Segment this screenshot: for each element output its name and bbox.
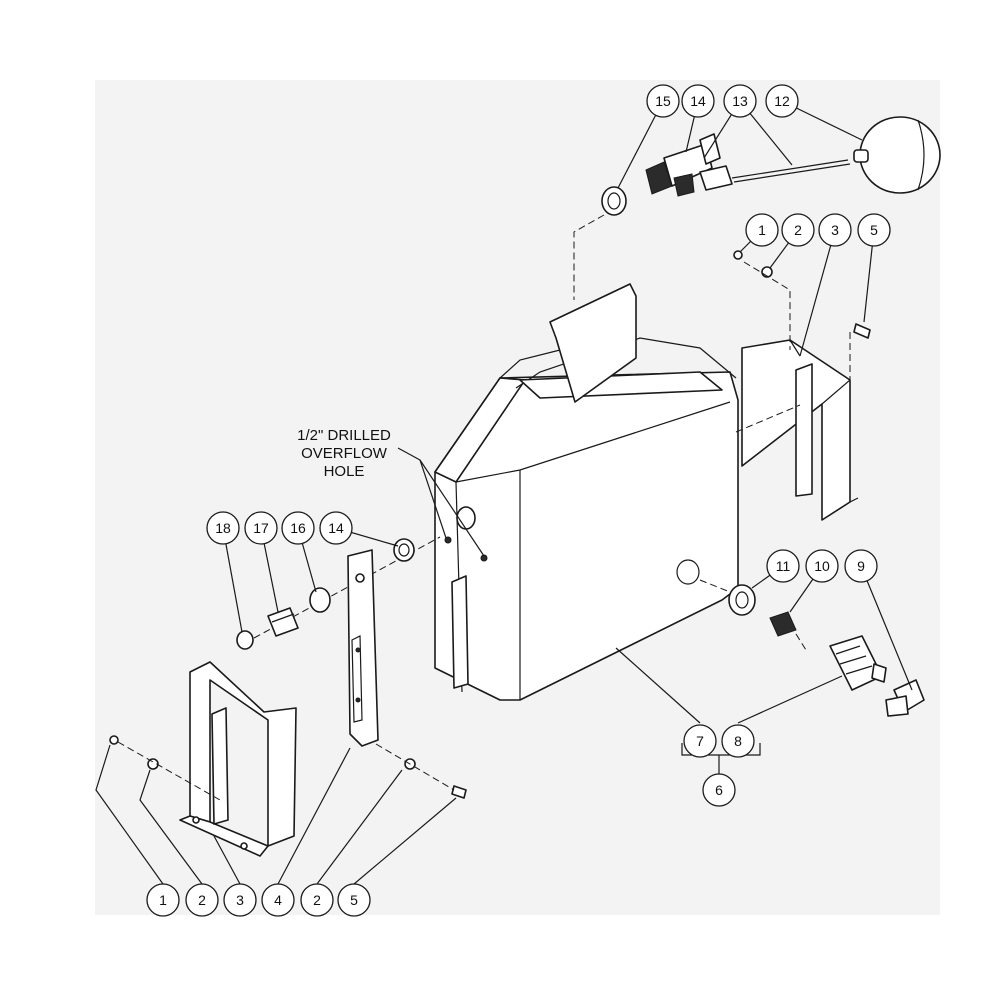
right-bolt [853,323,871,339]
overflow-hole-note: 1/2" DRILLED OVERFLOW HOLE [297,427,391,480]
svg-text:5: 5 [870,222,878,238]
bottom-washer [147,758,159,770]
balloon-13: 13 [723,84,757,118]
svg-text:7: 7 [696,733,704,749]
left-washer [236,630,254,650]
balloon-2-right: 2 [781,213,815,247]
balloon-5-right: 5 [857,213,891,247]
left-bracket-slot [211,707,229,825]
svg-text:15: 15 [655,93,671,109]
svg-text:5: 5 [350,892,358,908]
nipple-threaded [769,611,797,637]
valve-body [663,143,713,187]
svg-text:2: 2 [794,222,802,238]
balloon-11: 11 [766,549,800,583]
balloon-6: 6 [702,773,736,807]
bottom-nut [109,735,119,745]
svg-text:16: 16 [290,520,306,536]
bottom-bolt [451,785,467,799]
balloon-4-bottom: 4 [261,883,295,917]
balloon-15: 15 [646,84,680,118]
svg-text:8: 8 [734,733,742,749]
balloon-10: 10 [805,549,839,583]
balloon-12: 12 [765,84,799,118]
tank-fitting-hole [676,559,700,585]
svg-text:14: 14 [328,520,344,536]
svg-text:17: 17 [253,520,269,536]
note-line-2: OVERFLOW [301,445,388,462]
svg-text:13: 13 [732,93,748,109]
svg-text:10: 10 [814,558,830,574]
valve-arm-coupling [699,165,733,191]
right-mounting-bracket [741,339,859,521]
balloon-2-bottom-a: 2 [185,883,219,917]
balloon-9: 9 [844,549,878,583]
balloon-3-bottom: 3 [223,883,257,917]
note-line-1: 1/2" DRILLED [297,427,391,444]
svg-text:4: 4 [274,892,282,908]
svg-text:12: 12 [774,93,790,109]
right-bracket-slot [795,363,813,497]
left-mounting-bracket [179,661,297,857]
balloon-17: 17 [244,511,278,545]
float-ball [859,116,941,194]
float-valve-assembly [601,116,941,216]
svg-text:1: 1 [758,222,766,238]
left-gasket [393,538,415,562]
tank-mount-tab [451,575,469,689]
right-nut [733,250,743,260]
svg-text:2: 2 [198,892,206,908]
bulkhead-nut [728,584,756,616]
svg-text:9: 9 [857,558,865,574]
svg-text:3: 3 [831,222,839,238]
balloon-3-right: 3 [818,213,852,247]
svg-text:6: 6 [715,782,723,798]
svg-text:18: 18 [215,520,231,536]
balloon-18: 18 [206,511,240,545]
balloon-8: 8 [721,724,755,758]
svg-text:1: 1 [159,892,167,908]
balloon-16: 16 [281,511,315,545]
balloon-14-mid: 14 [319,511,353,545]
vertical-mount-strap [347,549,379,747]
balloon-7: 7 [683,724,717,758]
svg-text:11: 11 [776,558,791,574]
left-bushing [309,587,331,613]
balloon-14-top: 14 [681,84,715,118]
balloon-2-bottom-b: 2 [300,883,334,917]
svg-text:3: 3 [236,892,244,908]
note-line-3: HOLE [324,463,365,480]
balloon-1-bottom: 1 [146,883,180,917]
overflow-hole-large [456,506,476,530]
overflow-hole-small [444,536,452,544]
balloon-1-right: 1 [745,213,779,247]
svg-text:2: 2 [313,892,321,908]
balloon-5-bottom: 5 [337,883,371,917]
svg-text:14: 14 [690,93,706,109]
valve-washer [601,186,627,216]
